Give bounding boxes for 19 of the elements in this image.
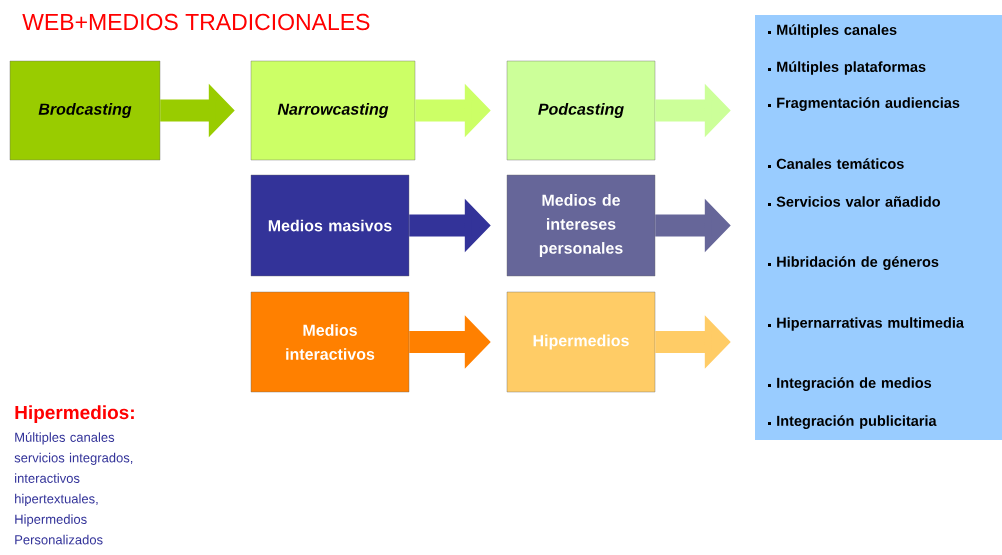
title: WEB+MEDIOS TRADICIONALES: [22, 13, 370, 31]
list-item: Múltiples plataformas: [768, 61, 926, 75]
process-box: Podcasting: [506, 60, 656, 161]
list-item: Integración de medios: [768, 377, 932, 391]
list-item: Fragmentación audiencias: [768, 97, 960, 111]
process-box: Brodcasting: [9, 60, 161, 161]
list-item: Hibridación de géneros: [768, 256, 939, 270]
list-item: Múltiples canales: [768, 24, 897, 38]
list-item: Integración publicitaria: [768, 415, 937, 429]
process-box: Medios interactivos: [250, 291, 410, 393]
list-item: Hipernarrativas multimedia: [768, 317, 965, 331]
process-box: Hipermedios: [506, 291, 656, 393]
process-box: Narrowcasting: [250, 60, 416, 161]
process-box: Medios masivos: [250, 174, 410, 277]
heading: Hipermedios:: [15, 405, 134, 423]
note-text: Múltiples canales servicios integrados, interactivos hipertextuales, Hipermedios Personalizados: [14, 432, 133, 545]
process-box: Medios de intereses personales: [506, 174, 656, 277]
list-item: Canales temáticos: [768, 158, 904, 169]
list-item: Servicios valor añadido: [768, 196, 941, 207]
